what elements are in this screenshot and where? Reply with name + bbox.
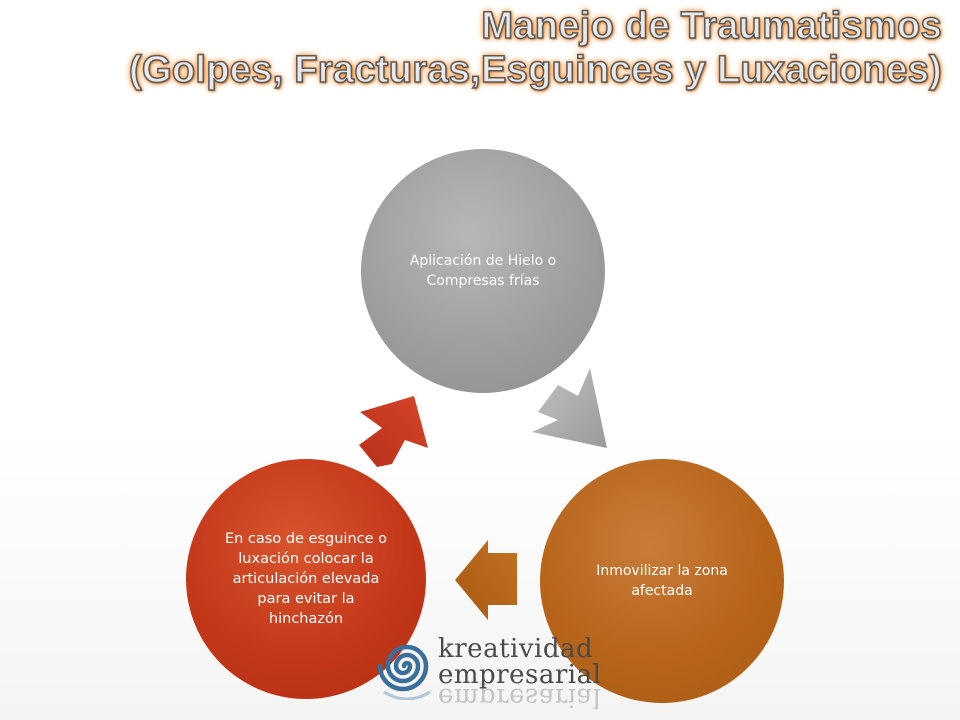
- step-elevate-joint: En caso de esguince o luxación colocar l…: [186, 459, 426, 699]
- arrow-right-to-left: [455, 540, 517, 620]
- logo-word-empresarial: empresarial: [438, 660, 602, 690]
- logo-reflection: empresarial: [438, 682, 602, 712]
- slide-title: Manejo de Traumatismos (Golpes, Fractura…: [128, 4, 943, 92]
- title-line-2: (Golpes, Fracturas,Esguinces y Luxacione…: [128, 48, 942, 92]
- logo-word-kreatividad: kreatividad: [438, 634, 594, 664]
- spiral-logo-icon: [378, 644, 431, 700]
- title-line-1: Manejo de Traumatismos: [481, 4, 943, 48]
- arrow-left-to-top: [359, 396, 428, 467]
- step-apply-ice: Aplicación de Hielo o Compresas frías: [361, 149, 605, 393]
- step-elevate-joint-label: En caso de esguince o luxación colocar l…: [224, 531, 388, 627]
- step-apply-ice-label: Aplicación de Hielo o Compresas frías: [409, 253, 557, 289]
- step-immobilize-label: Inmovilizar la zona afectada: [596, 563, 728, 599]
- arrow-top-to-right: [532, 368, 607, 448]
- step-immobilize: Inmovilizar la zona afectada: [540, 459, 784, 703]
- company-logo: kreatividad empresarial empresarial: [378, 628, 601, 718]
